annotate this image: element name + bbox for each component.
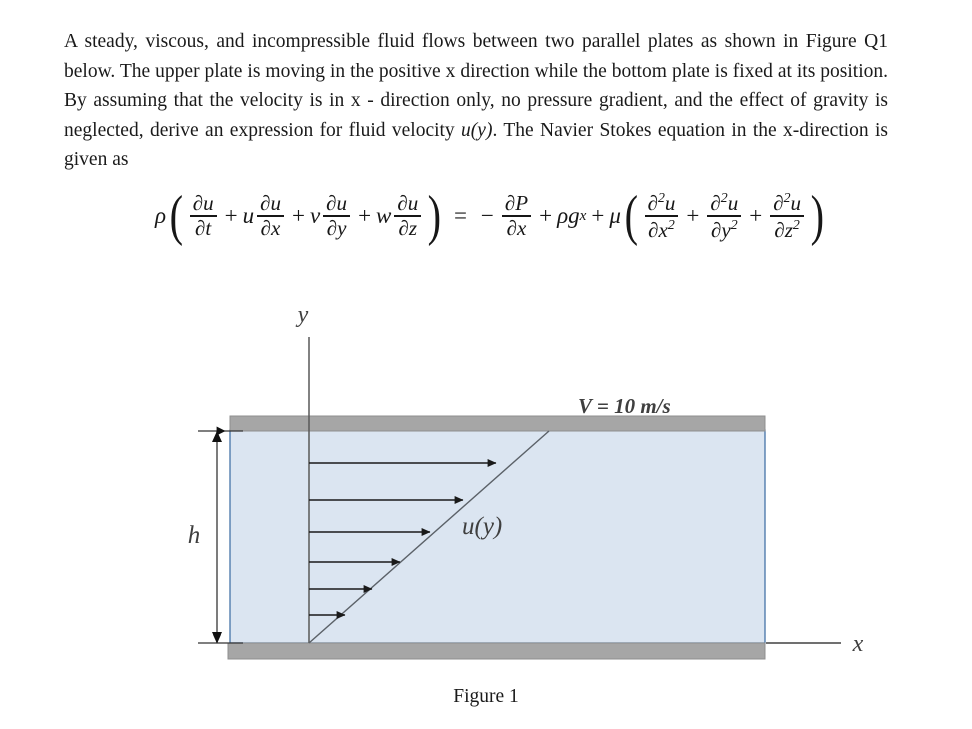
eq-term-d2u-dx2-den: ∂x2 [645, 217, 678, 243]
eq-term-d2u-dy2: ∂2u ∂y2 [707, 190, 742, 243]
eq-mu: μ [609, 203, 621, 228]
eq-term-d2u-dx2: ∂2u ∂x2 [644, 190, 679, 243]
fraction-bar [189, 215, 217, 217]
exponent: 2 [657, 189, 665, 205]
eq-minus: − [480, 203, 494, 228]
question-text-part2: . [492, 119, 498, 141]
figure-caption: Figure 1 [453, 686, 519, 707]
eq-plus-3: + [358, 203, 372, 228]
eq-term-du-dx-den: ∂x [260, 215, 281, 240]
eq-term-du-dy: ∂u ∂y [323, 190, 351, 241]
variable-u: u [727, 190, 739, 215]
eq-term-du-dx-num: ∂u [260, 190, 281, 215]
eq-term-d2u-dx2-num: ∂2u [645, 190, 679, 216]
partial-symbol: ∂ [710, 190, 721, 215]
h-arrowhead-bottom [212, 632, 222, 643]
variable-u: u [664, 190, 676, 215]
eq-term-d2u-dz2-den: ∂z2 [771, 217, 803, 243]
fraction-bar [707, 215, 742, 217]
top-plate [229, 415, 766, 432]
eq-plus-2: + [291, 203, 305, 228]
height-label: h [188, 522, 201, 549]
fraction-bar [323, 215, 351, 217]
eq-open-paren-left: ( [169, 184, 184, 247]
eq-term-du-dz-num: ∂u [397, 190, 419, 215]
plate-velocity-label: V = 10 m/s [578, 394, 671, 418]
eq-term-d2u-dz2-num: ∂2u [770, 190, 804, 216]
partial-symbol: ∂ [773, 190, 784, 215]
variable-u: u [790, 190, 802, 215]
exponent: 2 [792, 216, 800, 232]
eq-rho-left: ρ [155, 203, 167, 228]
exponent: 2 [667, 216, 675, 232]
exponent: 2 [783, 189, 791, 205]
h-arrowhead-top [212, 431, 222, 442]
eq-term-du-dt-den: ∂t [195, 215, 212, 240]
eq-term-d2u-dy2-num: ∂2u [707, 190, 741, 216]
bottom-plate [227, 642, 766, 660]
eq-plus-7: + [749, 203, 763, 228]
eq-plus-1: + [224, 203, 238, 228]
eq-var-u: u [242, 203, 255, 228]
eq-close-paren-left: ) [427, 184, 442, 247]
inline-math-uy: u(y) [461, 119, 493, 141]
x-axis-label: x [852, 631, 864, 657]
couette-flow-figure: y x V = 10 m/s h u(y) [0, 290, 972, 690]
eq-term-rho-g-base: ρg [557, 203, 580, 228]
question-text-part3: The Navier Stokes equation in the x-dire… [64, 119, 888, 171]
partial-z: ∂z [774, 217, 793, 242]
eq-term-rho-g-sub: x [579, 207, 587, 224]
fraction-bar [394, 215, 422, 217]
question-paragraph: A steady, viscous, and incompressible fl… [64, 27, 888, 175]
partial-symbol: ∂ [647, 190, 658, 215]
eq-term-du-dz: ∂u ∂z [394, 190, 422, 241]
eq-term-du-dz-den: ∂z [398, 215, 418, 240]
eq-var-v: v [309, 203, 321, 228]
eq-term-d2u-dz2: ∂2u ∂z2 [770, 190, 805, 243]
eq-term-dp-dx-den: ∂x [506, 215, 527, 240]
eq-term-du-dy-num: ∂u [326, 190, 348, 215]
fraction-bar [257, 215, 284, 217]
eq-equals: = [453, 203, 467, 228]
partial-y: ∂y [710, 217, 731, 242]
eq-var-w: w [376, 203, 392, 228]
eq-term-dp-dx: ∂P ∂x [501, 190, 532, 241]
eq-term-du-dt-num: ∂u [192, 190, 214, 215]
eq-open-paren-right: ( [624, 184, 638, 247]
y-axis-label: y [296, 302, 309, 328]
eq-close-paren-right: ) [810, 184, 825, 247]
partial-x: ∂x [648, 217, 668, 242]
eq-term-du-dy-den: ∂y [326, 215, 347, 240]
fraction-bar [770, 215, 805, 217]
fluid-region [229, 429, 766, 644]
eq-term-dp-dx-num: ∂P [504, 190, 529, 215]
eq-term-du-dt: ∂u ∂t [189, 190, 217, 241]
eq-plus-4: + [539, 203, 553, 228]
exponent: 2 [720, 189, 728, 205]
navier-stokes-equation: ρ ( ∂u ∂t + u ∂u ∂x + v ∂u ∂y + w ∂u ∂z … [155, 176, 965, 256]
eq-term-d2u-dy2-den: ∂y2 [708, 217, 741, 243]
exponent: 2 [730, 216, 738, 232]
velocity-profile-line [308, 430, 550, 644]
fraction-bar [644, 215, 679, 217]
velocity-profile-label: u(y) [462, 513, 502, 540]
eq-plus-6: + [686, 203, 700, 228]
fraction-bar [501, 215, 532, 217]
eq-term-du-dx: ∂u ∂x [257, 190, 284, 241]
eq-plus-5: + [591, 203, 605, 228]
question-text-part1: A steady, viscous, and incompressible fl… [64, 31, 888, 141]
